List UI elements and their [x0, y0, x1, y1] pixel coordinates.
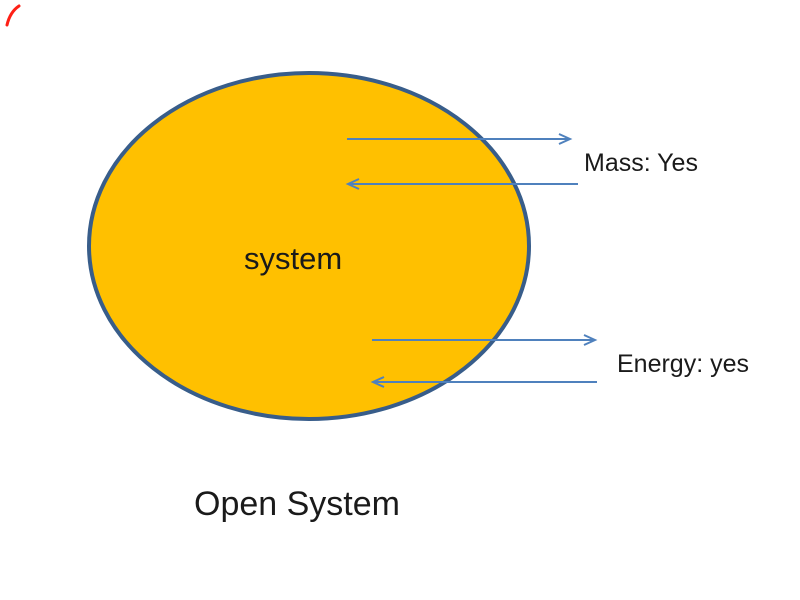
system-ellipse — [87, 71, 531, 421]
system-label: system — [244, 241, 343, 276]
diagram-caption: Open System — [194, 485, 400, 523]
red-pen-mark-icon — [5, 4, 21, 27]
energy-flow-label: Energy: yes — [617, 350, 750, 378]
mass-flow-label: Mass: Yes — [584, 149, 698, 177]
